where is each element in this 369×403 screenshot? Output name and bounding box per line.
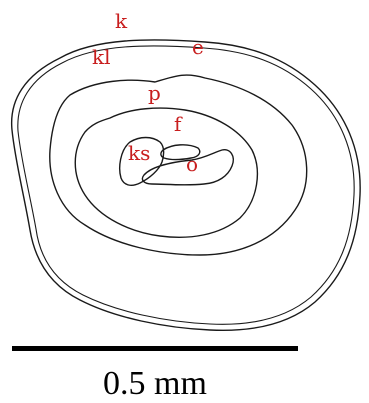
p-contour [50, 75, 307, 255]
label-e: e [192, 35, 204, 59]
label-p: p [148, 81, 161, 105]
label-f: f [174, 112, 183, 136]
scale-bar-line [12, 346, 298, 351]
scale-bar-label: 0.5 mm [103, 365, 207, 402]
label-o: o [186, 152, 198, 176]
label-k: k [115, 9, 128, 33]
f-contour [75, 108, 257, 237]
label-ks: ks [128, 141, 150, 165]
label-kl: kl [92, 45, 111, 69]
